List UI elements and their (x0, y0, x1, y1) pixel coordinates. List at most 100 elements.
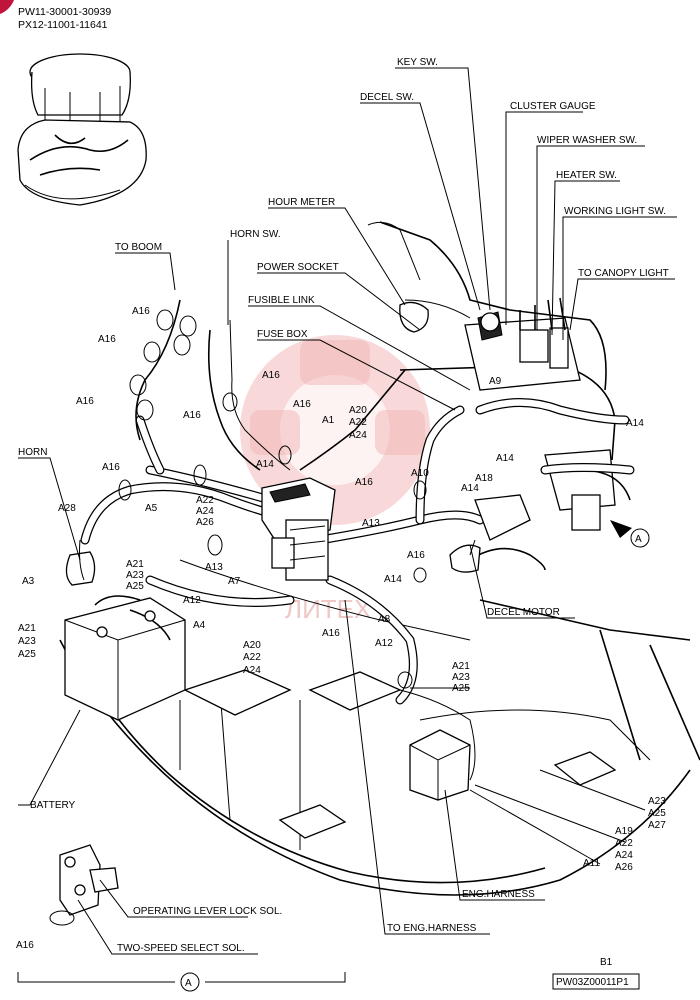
fuse-box (261, 477, 336, 581)
ref-a22: A22 (243, 652, 261, 663)
ref-a5: A5 (145, 503, 158, 514)
label-horn: HORN (18, 447, 47, 458)
ref-a14: A14 (384, 574, 402, 585)
ref-a16: A16 (102, 462, 120, 473)
label-decel-motor: DECEL MOTOR (487, 607, 560, 618)
label-horn-sw: HORN SW. (230, 229, 281, 240)
battery (64, 595, 186, 721)
ref-a25: A25 (648, 808, 666, 819)
ref-a11: A11 (583, 858, 600, 869)
label-fusible-link: FUSIBLE LINK (248, 295, 315, 306)
drawing-number-box (552, 973, 640, 990)
ref-a24: A24 (243, 665, 261, 676)
ref-a14: A14 (626, 418, 644, 429)
ref-a10: A10 (411, 468, 429, 479)
watermark-logo: ЛИТЕХ (240, 335, 430, 624)
ref-a24: A24 (196, 506, 214, 517)
ref-a20: A20 (243, 640, 261, 651)
label-heater-sw: HEATER SW. (556, 170, 617, 181)
ref-a21: A21 (452, 661, 470, 672)
label-working-light-sw: WORKING LIGHT SW. (564, 206, 666, 217)
ref-a19: A19 (615, 826, 633, 837)
solenoid-inset (17, 844, 346, 983)
ref-a25: A25 (452, 683, 470, 694)
ref-a13: A13 (205, 562, 223, 573)
machine-thumbnail (17, 53, 147, 206)
ref-a25: A25 (18, 649, 36, 660)
ref-a16: A16 (16, 940, 34, 951)
decel-motor (449, 494, 531, 573)
ref-a28: A28 (58, 503, 76, 514)
serial-range-2: PX12-11001-11641 (18, 19, 108, 31)
console-assembly (367, 221, 631, 531)
view-a-label: A (635, 534, 642, 545)
serial-range-1: PW11-30001-30939 (18, 6, 111, 18)
ref-a1: A1 (322, 415, 335, 426)
ref-a16: A16 (262, 370, 280, 381)
ref-a25: A25 (126, 581, 144, 592)
ref-a23: A23 (126, 570, 144, 581)
view-arrows: A A (180, 520, 650, 992)
callout-labels: KEY SW. DECEL SW. CLUSTER GAUGE WIPER WA… (18, 57, 669, 990)
label-two-speed-select-sol: TWO-SPEED SELECT SOL. (117, 943, 245, 954)
label-cluster-gauge: CLUSTER GAUGE (510, 101, 596, 112)
corner-mark (0, 0, 14, 14)
ref-a7: A7 (228, 576, 241, 587)
ref-a21: A21 (126, 559, 144, 570)
part-refs: A16 A16 A16 A16 A16 A16 A16 A1 A20 A22 A… (16, 306, 666, 951)
ref-a23: A23 (452, 672, 470, 683)
cable-ties (118, 309, 427, 689)
label-to-boom: TO BOOM (115, 242, 162, 253)
label-key-sw: KEY SW. (397, 57, 438, 68)
ref-a16: A16 (98, 334, 116, 345)
ref-a22: A22 (349, 417, 367, 428)
ref-a18: A18 (475, 473, 493, 484)
label-battery: BATTERY (30, 800, 76, 811)
ref-a8: A8 (378, 614, 391, 625)
view-a-arrow-icon (610, 520, 632, 538)
header: PW11-30001-30939 PX12-11001-11641 (0, 0, 111, 31)
view-a-marker (630, 528, 650, 548)
ref-a12: A12 (183, 595, 201, 606)
ref-a26: A26 (196, 517, 214, 528)
ref-a16: A16 (76, 396, 94, 407)
label-hour-meter: HOUR METER (268, 197, 335, 208)
leader-lines (18, 67, 677, 955)
ref-a3: A3 (22, 576, 35, 587)
horn (65, 539, 96, 586)
ref-a14: A14 (496, 453, 514, 464)
label-to-canopy-light: TO CANOPY LIGHT (578, 268, 669, 279)
ref-a24: A24 (615, 850, 633, 861)
ref-a14: A14 (461, 483, 479, 494)
ref-a12: A12 (375, 638, 393, 649)
label-decel-sw: DECEL SW. (360, 92, 414, 103)
ref-a16: A16 (407, 550, 425, 561)
label-drawing-number: PW03Z00011P1 (556, 977, 629, 988)
label-operating-lever-lock-sol: OPERATING LEVER LOCK SOL. (133, 906, 282, 917)
ref-a20: A20 (349, 405, 367, 416)
ref-a9: A9 (489, 376, 502, 387)
view-a-bottom-marker (180, 972, 200, 992)
eng-harness-connector (409, 729, 471, 801)
label-wiper-washer-sw: WIPER WASHER SW. (537, 135, 637, 146)
ref-a27: A27 (648, 820, 666, 831)
label-fuse-box: FUSE BOX (257, 329, 308, 340)
label-power-socket: POWER SOCKET (257, 262, 339, 273)
ref-a23: A23 (18, 636, 36, 647)
ref-a13: A13 (362, 518, 380, 529)
ref-a16: A16 (322, 628, 340, 639)
ref-a21: A21 (18, 623, 36, 634)
harness-bundles (80, 299, 635, 781)
label-figure-ref: B1 (600, 957, 613, 968)
ref-a16: A16 (183, 410, 201, 421)
label-to-eng-harness: TO ENG.HARNESS (387, 923, 477, 934)
ref-a4: A4 (193, 620, 206, 631)
ref-a16: A16 (293, 399, 311, 410)
view-a-bottom-label: A (185, 978, 192, 989)
ref-a22: A22 (196, 495, 214, 506)
ref-a24: A24 (349, 430, 367, 441)
ref-a16: A16 (355, 477, 373, 488)
ref-a23: A23 (648, 796, 666, 807)
ref-a22: A22 (615, 838, 633, 849)
